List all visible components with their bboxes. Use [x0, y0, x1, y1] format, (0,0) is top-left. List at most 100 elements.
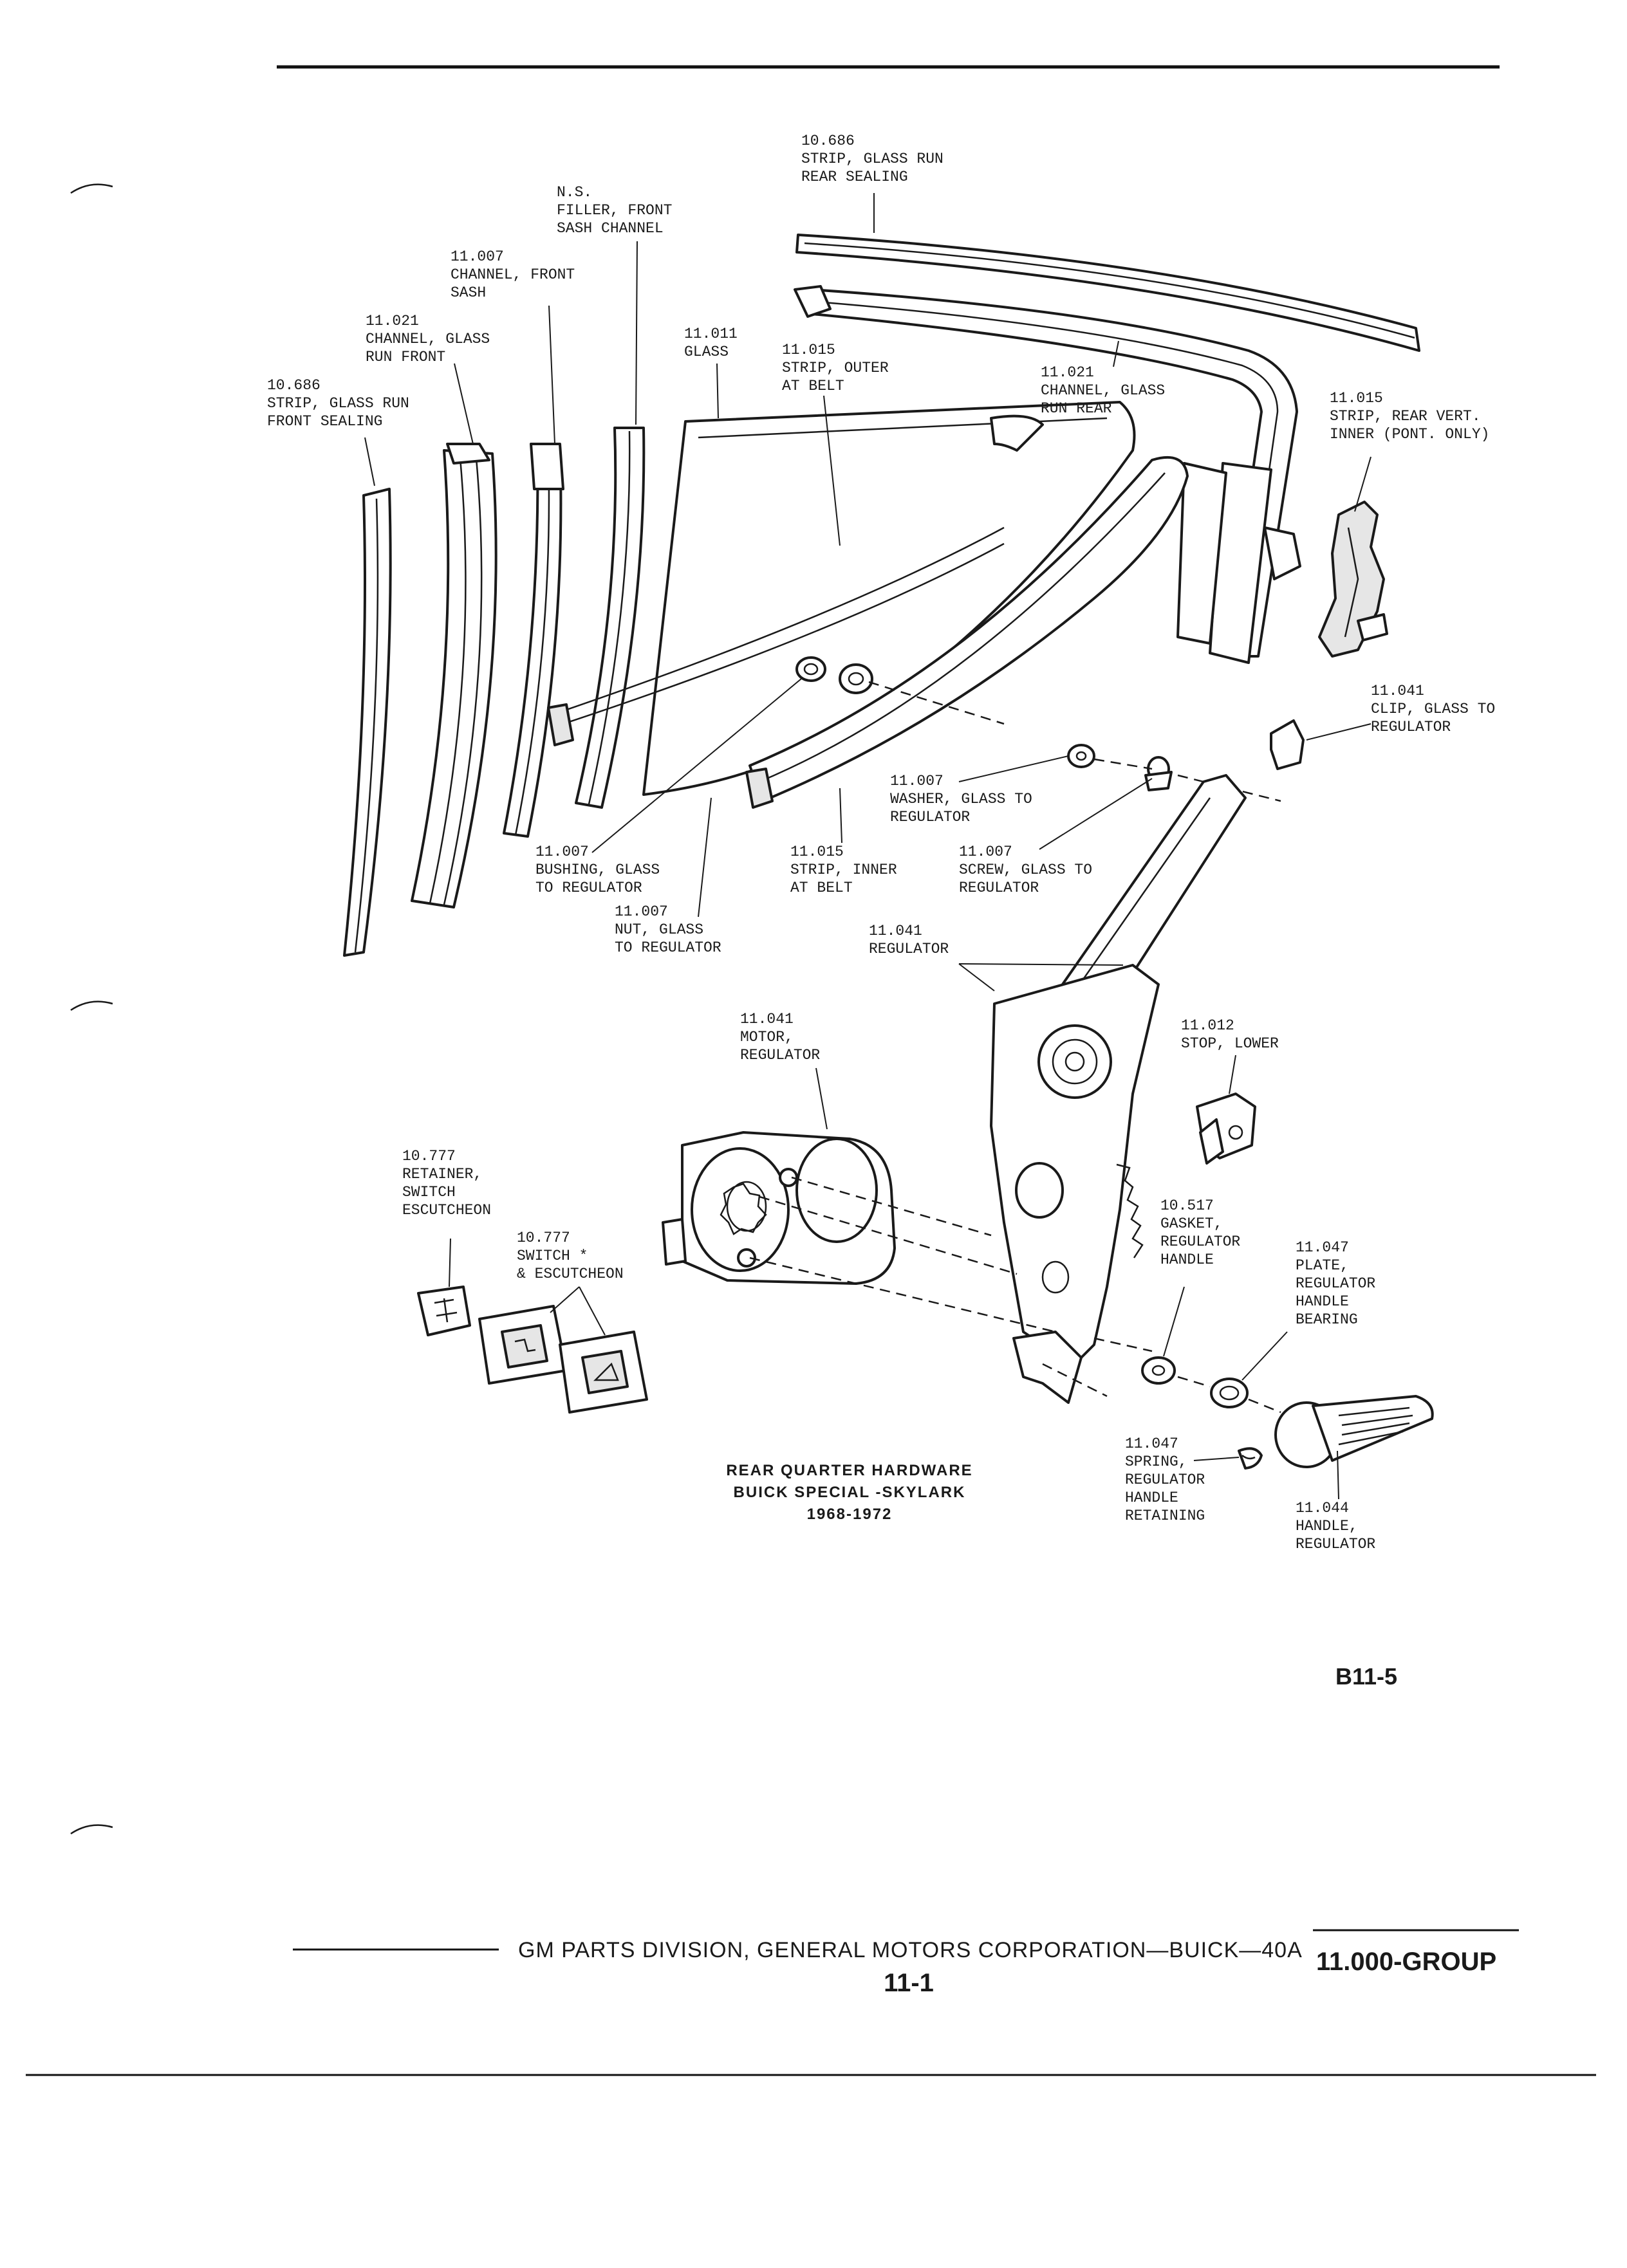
caption-line-1: REAR QUARTER HARDWARE — [726, 1462, 972, 1479]
callout-line: SPRING, — [1125, 1453, 1187, 1470]
callout-line: REGULATOR — [1160, 1233, 1240, 1250]
callout-line: MOTOR, — [740, 1029, 794, 1046]
callout-line: 11.007 — [615, 903, 668, 920]
figure-code: B11-5 — [1335, 1663, 1397, 1690]
callout-line: 11.007 — [959, 844, 1012, 860]
callout-line: & ESCUTCHEON — [517, 1266, 624, 1282]
caption-line-2: BUICK SPECIAL -SKYLARK — [734, 1484, 966, 1501]
callout-line: ESCUTCHEON — [402, 1202, 491, 1219]
fastener-parts — [795, 656, 1305, 802]
callout-line: TO REGULATOR — [615, 939, 721, 956]
callout-line: SWITCH — [402, 1184, 456, 1201]
callout-line: AT BELT — [782, 378, 844, 394]
regulator-part — [990, 774, 1247, 1404]
page-footer: GM PARTS DIVISION, GENERAL MOTORS CORPOR… — [26, 1929, 1596, 2076]
callout-line: HANDLE, — [1296, 1518, 1358, 1535]
callout-line: RETAINING — [1125, 1507, 1205, 1524]
callout-line: 11.047 — [1125, 1435, 1178, 1452]
callout-line: REGULATOR — [869, 941, 949, 957]
callout-line: 11.007 — [451, 248, 504, 265]
callout-line: 11.041 — [1371, 683, 1424, 699]
callout-line: 10.517 — [1160, 1197, 1214, 1214]
callout-line: REGULATOR — [890, 809, 970, 825]
callout-line: 10.777 — [517, 1230, 570, 1246]
callout-line: 11.047 — [1296, 1239, 1349, 1256]
callout-line: 11.011 — [684, 326, 738, 342]
caption-line-3: 1968-1972 — [807, 1506, 893, 1523]
callout-line: GLASS — [684, 344, 729, 360]
callout-line: HANDLE — [1296, 1293, 1349, 1310]
callout-line: FRONT SEALING — [267, 413, 382, 430]
callout-line: 11.015 — [790, 844, 844, 860]
strip-inner-at-belt-part — [745, 456, 1189, 809]
callout-line: REAR SEALING — [801, 169, 908, 185]
callout-line: SWITCH * — [517, 1248, 588, 1264]
diagram-caption: REAR QUARTER HARDWARE BUICK SPECIAL -SKY… — [726, 1462, 972, 1523]
callout-line: REGULATOR — [1125, 1471, 1205, 1488]
callout-line: 11.007 — [535, 844, 589, 860]
callout-line: BUSHING, GLASS — [535, 862, 660, 878]
channel-glass-run-front-part — [411, 443, 497, 908]
motor-regulator-part — [662, 1131, 1056, 1333]
callout-line: REGULATOR — [1371, 719, 1451, 735]
callout-line: SCREW, GLASS TO — [959, 862, 1092, 878]
callout-line: TO REGULATOR — [535, 880, 642, 896]
callout-line: REGULATOR — [740, 1047, 820, 1064]
callout-line: CHANNEL, GLASS — [366, 331, 490, 347]
callout-line: PLATE, — [1296, 1257, 1349, 1274]
callout-line: SASH CHANNEL — [557, 220, 664, 237]
footer-group: 11.000-GROUP — [1316, 1948, 1496, 1976]
callout-line: CHANNEL, GLASS — [1041, 382, 1165, 399]
callout-line: NUT, GLASS — [615, 921, 703, 938]
callout-line: GASKET, — [1160, 1215, 1223, 1232]
callout-line: WASHER, GLASS TO — [890, 791, 1032, 807]
callout-line: STRIP, GLASS RUN — [801, 151, 944, 167]
callout-line: STRIP, REAR VERT. — [1330, 408, 1481, 425]
strip-glass-run-rear-sealing-part — [795, 234, 1420, 352]
callout-line: FILLER, FRONT — [557, 202, 672, 219]
strip-outer-at-belt-part — [990, 414, 1044, 452]
footer-page-number: 11-1 — [884, 1969, 934, 1997]
stop-lower-part — [1196, 1093, 1256, 1165]
callout-line: STRIP, OUTER — [782, 360, 889, 376]
callout-line: REGULATOR — [959, 880, 1039, 896]
footer-division: GM PARTS DIVISION, GENERAL MOTORS CORPOR… — [518, 1938, 1303, 1962]
callout-line: HANDLE — [1125, 1489, 1178, 1506]
callout-line: CHANNEL, FRONT — [451, 266, 575, 283]
callout-line: 11.012 — [1181, 1017, 1234, 1034]
callout-line: AT BELT — [790, 880, 853, 896]
leader-lines — [364, 193, 1371, 1500]
callout-line: 11.021 — [1041, 364, 1094, 381]
callout-line: SASH — [451, 284, 486, 301]
callout-line: INNER (PONT. ONLY) — [1330, 426, 1489, 443]
callout-line: 10.777 — [402, 1148, 456, 1165]
switch-escutcheon-parts — [417, 1286, 648, 1414]
callout-line: 10.686 — [267, 377, 321, 394]
callout-line: 11.041 — [740, 1011, 794, 1028]
callout-line: STRIP, GLASS RUN — [267, 395, 409, 412]
callout-line: 11.015 — [1330, 390, 1383, 407]
callout-line: STRIP, INNER — [790, 862, 897, 878]
callout-line: RUN REAR — [1041, 400, 1112, 417]
callout-line: REGULATOR — [1296, 1536, 1375, 1553]
callout-line: REGULATOR — [1296, 1275, 1375, 1292]
strip-glass-run-front-sealing-part — [343, 488, 392, 957]
filler-front-sash-channel-part — [575, 427, 646, 809]
callout-line: N.S. — [557, 184, 592, 201]
